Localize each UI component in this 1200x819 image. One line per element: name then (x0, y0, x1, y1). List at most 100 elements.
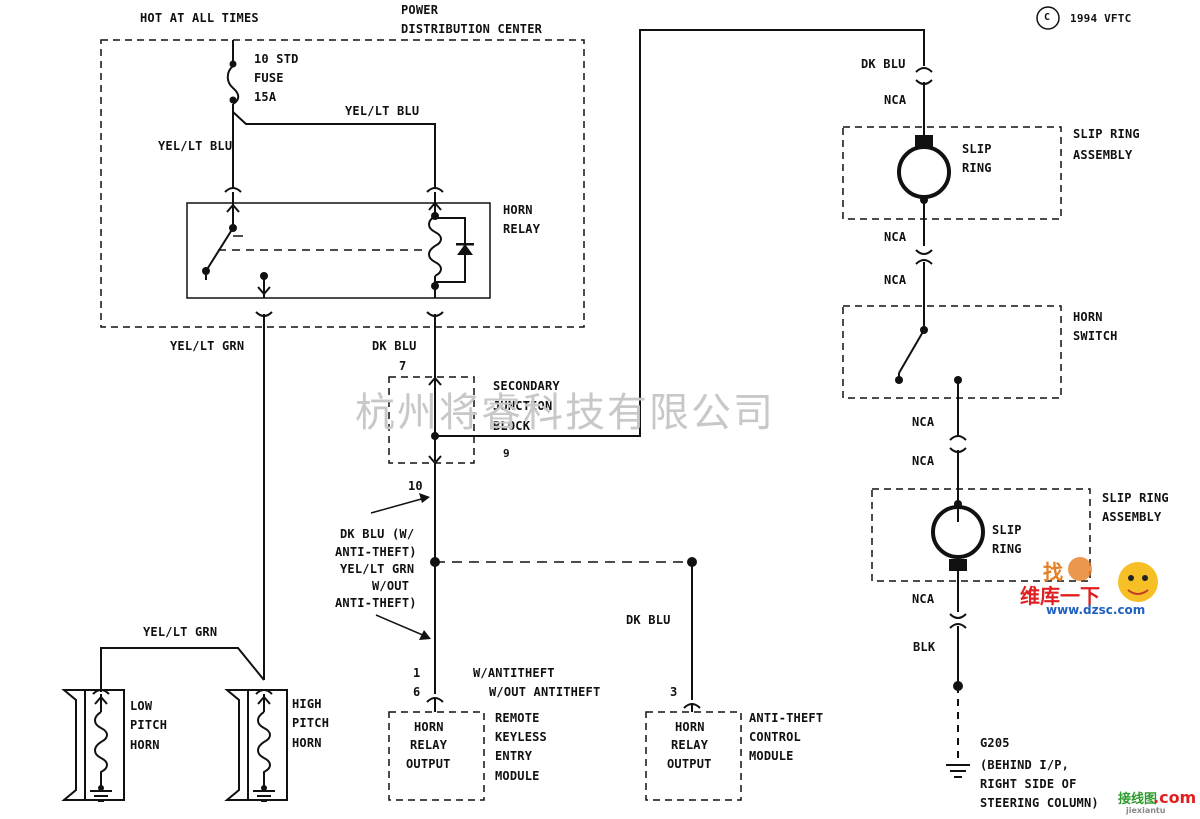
slip-ring-assembly-upper-1: SLIP RING (1073, 127, 1140, 141)
wire-label-dk-blu-atcm: DK BLU (626, 613, 671, 627)
high-horn-label-3: HORN (292, 736, 322, 750)
wire-note-line1: DK BLU (W/ (340, 527, 415, 541)
fuse-label-fuse: FUSE (254, 71, 284, 85)
nca-label-3: NCA (884, 273, 907, 287)
wire-note-line5: ANTI-THEFT) (335, 596, 417, 610)
slip-ring-assembly-lower-2: ASSEMBLY (1102, 510, 1162, 524)
wire-label-yel-lt-grn-horns: YEL/LT GRN (143, 625, 218, 639)
sjb-pin-9: 9 (503, 447, 510, 460)
atcm-box-line1: HORN (675, 720, 705, 734)
atcm-name-line2: CONTROL (749, 730, 801, 744)
wire-note-line3: YEL/LT GRN (340, 562, 415, 576)
sjb-pin-7: 7 (399, 359, 407, 373)
fuse-label-amps: 15A (254, 90, 277, 104)
slip-ring-upper-inner-1: SLIP (962, 142, 992, 156)
low-pitch-horn-symbol (61, 689, 125, 801)
slip-ring-assembly-upper-2: ASSEMBLY (1073, 148, 1133, 162)
watermark-logo-graphic (1068, 557, 1158, 602)
nca-label-4: NCA (912, 415, 935, 429)
watermark-logo-top: 找 (1043, 560, 1063, 584)
connector-cap (915, 67, 933, 73)
low-horn-label-1: LOW (130, 699, 153, 713)
wire-label-yel-lt-grn-pdc: YEL/LT GRN (170, 339, 245, 353)
watermark-site-cn: 接线图 (1118, 792, 1158, 807)
high-pitch-horn-symbol (224, 689, 288, 801)
nca-label-2: NCA (884, 230, 907, 244)
pdc-title-line2: DISTRIBUTION CENTER (401, 22, 543, 36)
wire-yel-lt-blu-right (232, 111, 436, 188)
rke-box-line2: RELAY (410, 738, 448, 752)
high-horn-label-2: PITCH (292, 716, 330, 730)
ground-desc-2: RIGHT SIDE OF (980, 777, 1077, 791)
secondary-junction-block-box (388, 376, 475, 464)
rke-name-line1: REMOTE (495, 711, 540, 725)
wire-label-yel-lt-blu-right: YEL/LT BLU (345, 104, 420, 118)
nca-label-1: NCA (884, 93, 907, 107)
copyright-year: 1994 VFTC (1070, 12, 1132, 25)
sjb-label-2: JUNCTION (493, 399, 553, 413)
atcm-name-line1: ANTI-THEFT (749, 711, 824, 725)
rke-pin-1-note: W/ANTITHEFT (473, 666, 555, 680)
slip-ring-assembly-lower-1: SLIP RING (1102, 491, 1169, 505)
horn-relay-box (186, 202, 491, 299)
wire-note-line2: ANTI-THEFT) (335, 545, 417, 559)
hot-at-all-times-label: HOT AT ALL TIMES (140, 11, 259, 25)
wire-dk-blu-to-slip-ring (474, 29, 925, 437)
low-horn-label-3: HORN (130, 738, 160, 752)
rke-module-box (388, 711, 485, 801)
ground-symbols (90, 764, 970, 802)
wire-note-line4: W/OUT (372, 579, 410, 593)
ground-desc-1: (BEHIND I/P, (980, 758, 1070, 772)
sjb-label-1: SECONDARY (493, 379, 560, 393)
watermark-site-en: jiexiantu (1126, 806, 1166, 815)
slip-ring-assembly-lower-box (871, 488, 1091, 582)
slip-ring-lower-inner-2: RING (992, 542, 1022, 556)
connector-cap (915, 259, 933, 265)
watermark-site-dotcom: .com (1153, 788, 1197, 807)
high-horn-label-1: HIGH (292, 697, 322, 711)
ground-desc-3: STEERING COLUMN) (980, 796, 1099, 810)
rke-name-line4: MODULE (495, 769, 540, 783)
pdc-title-line1: POWER (401, 3, 439, 17)
connector-cap (949, 613, 967, 619)
connector-cap (915, 249, 933, 255)
rke-box-line1: HORN (414, 720, 444, 734)
connector-cap (949, 623, 967, 629)
rke-box-line3: OUTPUT (406, 757, 451, 771)
rke-pin-1: 1 (413, 666, 421, 680)
sjb-label-3: BLOCK (493, 419, 531, 433)
atcm-module-box (645, 711, 742, 801)
wire-label-dk-blu-slip: DK BLU (861, 57, 906, 71)
horn-relay-label-1: HORN (503, 203, 533, 217)
rke-pin-6: 6 (413, 685, 421, 699)
nca-label-5: NCA (912, 454, 935, 468)
rke-pin-6-note: W/OUT ANTITHEFT (489, 685, 601, 699)
atcm-box-line2: RELAY (671, 738, 709, 752)
connector-cap (949, 435, 967, 441)
low-horn-label-2: PITCH (130, 718, 168, 732)
atcm-box-line3: OUTPUT (667, 757, 712, 771)
slip-ring-upper-inner-2: RING (962, 161, 992, 175)
atcm-pin-3: 3 (670, 685, 678, 699)
watermark-logo-url: www.dzsc.com (1046, 603, 1146, 617)
rke-name-line2: KEYLESS (495, 730, 547, 744)
wire-label-yel-lt-blu-left: YEL/LT BLU (158, 139, 233, 153)
horn-switch-arm (898, 329, 925, 374)
nca-label-6: NCA (912, 592, 935, 606)
connector-cap (426, 187, 444, 193)
slip-ring-assembly-upper-box (842, 126, 1062, 220)
fuse-label-std: 10 STD (254, 52, 299, 66)
horn-switch-label-1: HORN (1073, 310, 1103, 324)
horn-switch-label-2: SWITCH (1073, 329, 1118, 343)
copyright-symbol: C (1044, 12, 1051, 23)
wire-label-dk-blu-pdc: DK BLU (372, 339, 417, 353)
slip-ring-upper (897, 145, 951, 199)
rke-name-line3: ENTRY (495, 749, 533, 763)
power-distribution-center-box (100, 39, 585, 328)
watermark-logo-cn: 维库一下 (1020, 584, 1100, 608)
ground-id: G205 (980, 736, 1010, 750)
wire-yel-lt-grn-to-low-horn (100, 647, 265, 692)
company-watermark: 杭州将睿科技有限公司 (355, 390, 775, 436)
